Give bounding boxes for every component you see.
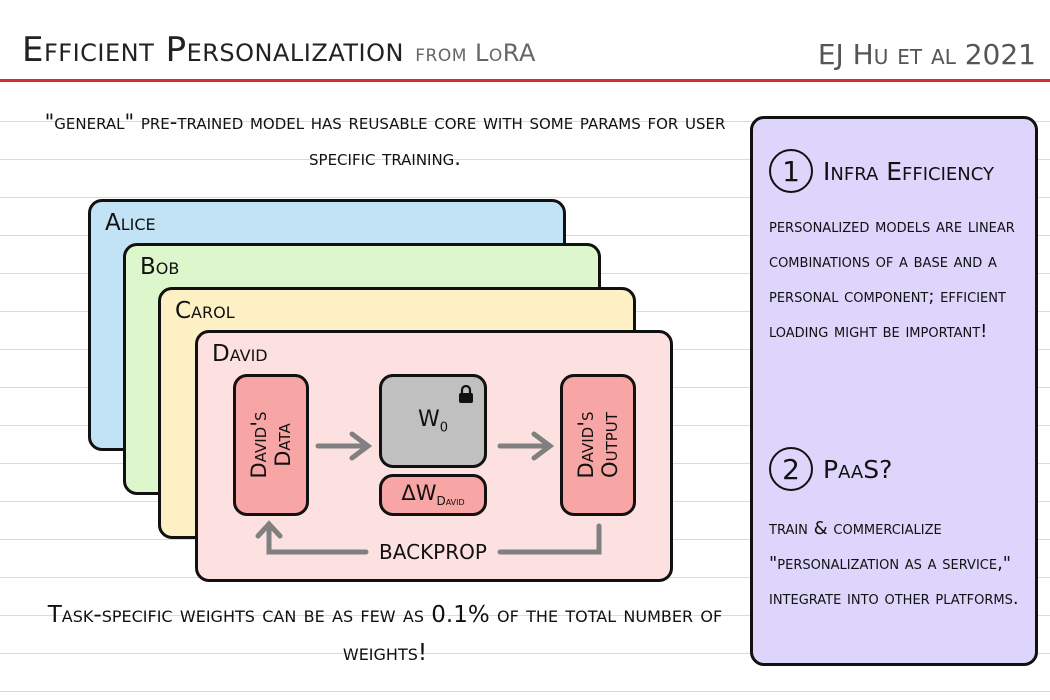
weights-subscript: 0 — [439, 420, 449, 436]
section-text: train & commercialize "personalization a… — [769, 518, 1019, 609]
arrow-right-icon — [315, 431, 373, 461]
delta-subscript: David — [436, 494, 465, 509]
number-badge: 1 — [769, 149, 813, 193]
section-title: Infra Efficiency — [823, 156, 995, 186]
citation: EJ Hu et al 2021 — [817, 38, 1036, 71]
feedback-arrow-icon — [255, 520, 602, 555]
section-text: personalized models are linear combinati… — [769, 216, 1015, 342]
input-data-box: David's Data — [233, 374, 309, 516]
frozen-weights-box: W0 — [379, 374, 487, 468]
lock-icon — [458, 384, 474, 403]
section-heading-2: 2 PaaS? — [769, 447, 892, 491]
header: Efficient Personalization from LoRA EJ H… — [0, 0, 1050, 82]
output-box: David's Output — [560, 374, 636, 516]
side-panel: 1 Infra Efficiency personalized models ar… — [750, 116, 1038, 666]
user-name: David — [212, 341, 268, 367]
page-title: Efficient Personalization from LoRA — [22, 30, 536, 70]
user-name: Alice — [105, 210, 156, 236]
arrow-right-icon — [497, 431, 555, 461]
section-heading-1: 1 Infra Efficiency — [769, 149, 994, 193]
weights-label: W0 — [418, 407, 448, 435]
delta-text: ΔW — [401, 481, 437, 506]
title-subtitle: from LoRA — [415, 39, 536, 67]
user-name: Carol — [175, 298, 235, 324]
bottom-note: Task-specific weights can be as few as 0… — [47, 602, 723, 666]
delta-weights-box: ΔWDavid — [379, 474, 487, 516]
title-text: Efficient Personalization — [22, 30, 404, 70]
delta-label: ΔWDavid — [401, 481, 464, 508]
user-name: Bob — [140, 254, 180, 280]
intro-text: "general" pre-trained model has reusable… — [44, 110, 726, 170]
backprop-label: backprop — [379, 540, 487, 564]
weights-text: W — [417, 406, 440, 432]
number-badge: 2 — [769, 447, 813, 491]
section-title: PaaS? — [823, 454, 893, 484]
